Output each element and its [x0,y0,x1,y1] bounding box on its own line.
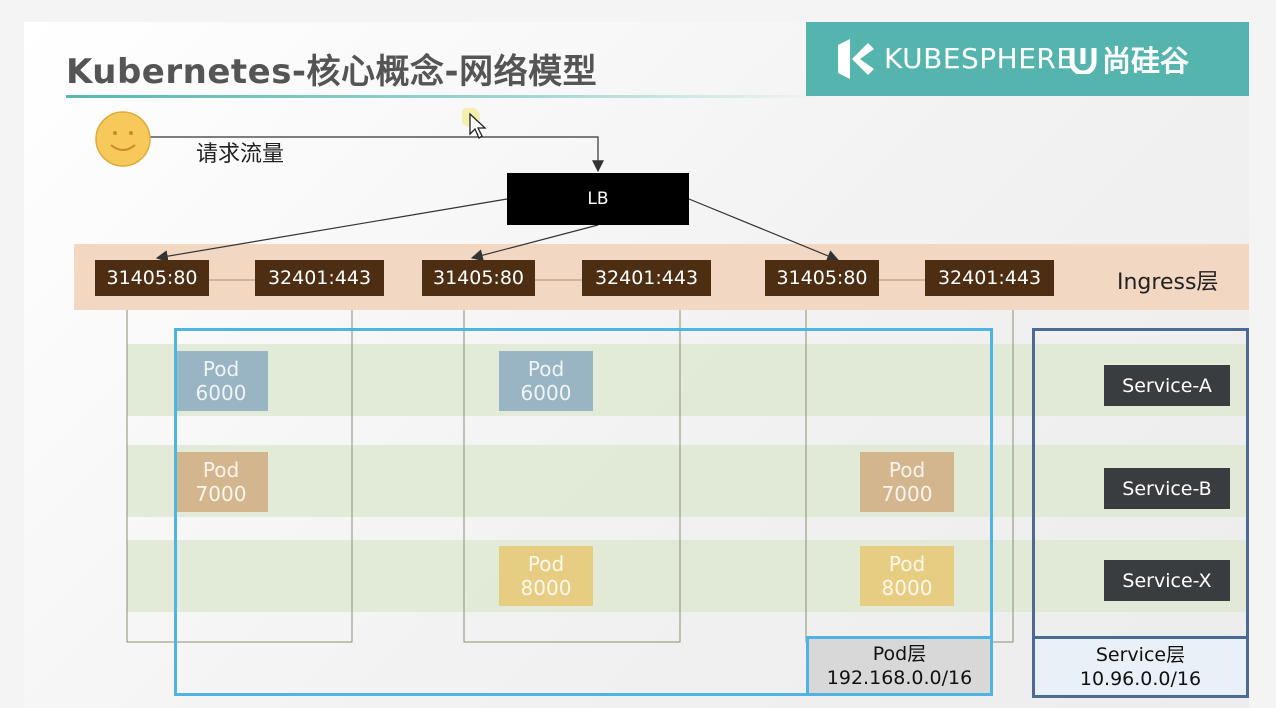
ingress-port: 32401:443 [582,260,711,296]
pod-box: Pod 7000 [860,452,954,512]
pod-cidr: 192.168.0.0/16 [826,667,973,689]
page-title: Kubernetes-核心概念-网络模型 [66,52,598,92]
mouse-cursor-icon [462,108,487,139]
service-b-row [127,445,1249,517]
ingress-port: 32401:443 [255,260,384,296]
pod-name: Pod [527,357,565,381]
service-a-row [127,344,1249,416]
service-network-label: Service层 10.96.0.0/16 [1032,636,1249,698]
service-x: Service-X [1104,560,1230,601]
pod-box: Pod 8000 [860,546,954,606]
service-layer-title: Service层 [1095,644,1186,666]
pod-port: 6000 [520,381,572,405]
user-smiley-icon [95,111,151,167]
pod-network-box [174,328,993,696]
request-traffic-label: 请求流量 [196,142,285,167]
load-balancer: LB [507,173,689,225]
pod-box: Pod 6000 [174,351,268,411]
connector-lines [126,136,1014,643]
ingress-port: 31405:80 [765,260,879,296]
atguigu-logo-icon [1069,48,1097,74]
service-b: Service-B [1104,468,1230,509]
pod-name: Pod [202,458,240,482]
ingress-layer-label: Ingress层 [1117,270,1219,295]
pod-name: Pod [527,552,565,576]
pod-layer-title: Pod层 [872,643,927,665]
service-a: Service-A [1104,365,1230,406]
ingress-port: 32401:443 [925,260,1054,296]
slide: Kubernetes-核心概念-网络模型 KUBESPHERE 尚硅谷 [24,22,1249,708]
brand-name: KUBESPHERE [884,42,1075,75]
brand-banner: KUBESPHERE 尚硅谷 [806,22,1249,96]
pod-box: Pod 8000 [499,546,593,606]
kubesphere-logo-icon [838,39,874,79]
service-cidr: 10.96.0.0/16 [1079,668,1202,690]
pod-port: 8000 [881,576,933,600]
pod-port: 7000 [881,482,933,506]
pod-name: Pod [202,357,240,381]
pod-name: Pod [888,458,926,482]
ingress-port: 31405:80 [422,260,535,296]
service-x-row [127,540,1249,612]
pod-box: Pod 6000 [499,351,593,411]
pod-port: 6000 [195,381,247,405]
pod-port: 8000 [520,576,572,600]
pod-port: 7000 [195,482,247,506]
pod-box: Pod 7000 [174,452,268,512]
title-underline [66,95,826,98]
pod-name: Pod [888,552,926,576]
brand-name-cn: 尚硅谷 [1102,44,1190,78]
pod-network-label: Pod层 192.168.0.0/16 [806,636,993,696]
ingress-port: 31405:80 [95,260,209,296]
